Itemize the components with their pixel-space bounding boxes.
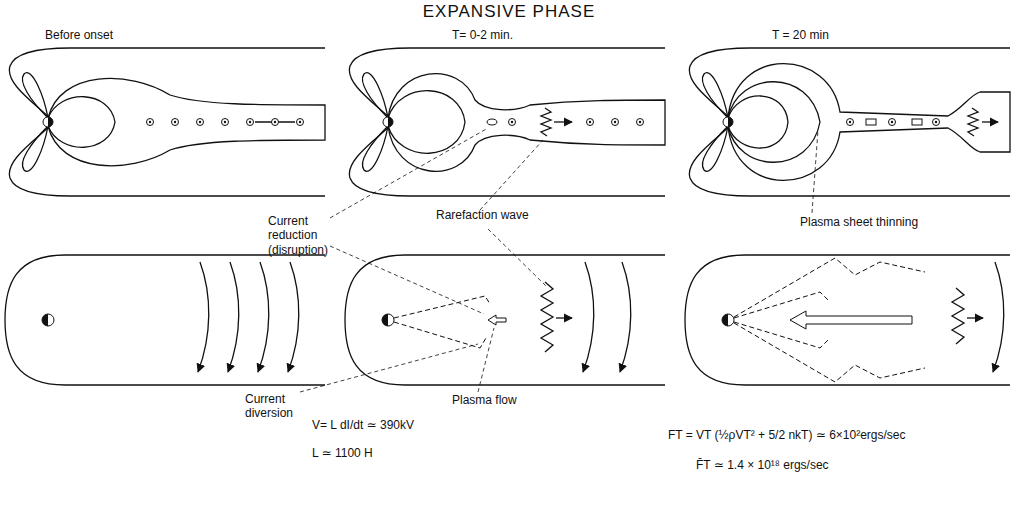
current-symbol	[933, 119, 940, 126]
panel-heading: T= 0-2 min.	[452, 28, 513, 42]
tail-side-view	[689, 48, 1010, 196]
annotation: Rarefaction wave	[436, 208, 529, 222]
panel-heading: T = 20 min	[772, 28, 829, 42]
current-symbol	[222, 119, 229, 126]
equatorial-view	[685, 255, 1010, 385]
equation: L ≃ 1100 H	[312, 446, 373, 460]
annotation: Plasma flow	[452, 393, 517, 407]
current-symbol	[637, 119, 644, 126]
title: EXPANSIVE PHASE	[0, 2, 1018, 22]
tail-side-view	[9, 48, 325, 196]
leader-lines	[300, 128, 818, 392]
current-symbol	[247, 119, 254, 126]
equatorial-view	[5, 255, 325, 385]
current-symbol	[197, 119, 204, 126]
equation: FT = VT (½ρVT² + 5/2 nkT) ≃ 6×10²ergs/se…	[668, 428, 906, 442]
equatorial-view	[345, 255, 665, 385]
annotation: Current reduction (disruption)	[268, 214, 356, 257]
current-symbol	[889, 119, 896, 126]
current-symbol	[847, 119, 854, 126]
current-symbol	[297, 119, 304, 126]
current-symbol	[509, 119, 516, 126]
tail-side-view	[349, 48, 665, 196]
panel-heading: Before onset	[45, 28, 113, 42]
current-symbol	[272, 119, 279, 126]
equation: F̄T ≃ 1.4 × 10¹⁸ ergs/sec	[696, 458, 829, 472]
annotation: Plasma sheet thinning	[800, 215, 918, 229]
current-symbol	[587, 119, 594, 126]
current-symbol	[612, 119, 619, 126]
current-symbol	[172, 119, 179, 126]
current-symbol	[147, 119, 154, 126]
annotation: Current diversion	[245, 392, 305, 421]
equation: V= L dI/dt ≃ 390kV	[312, 418, 414, 432]
